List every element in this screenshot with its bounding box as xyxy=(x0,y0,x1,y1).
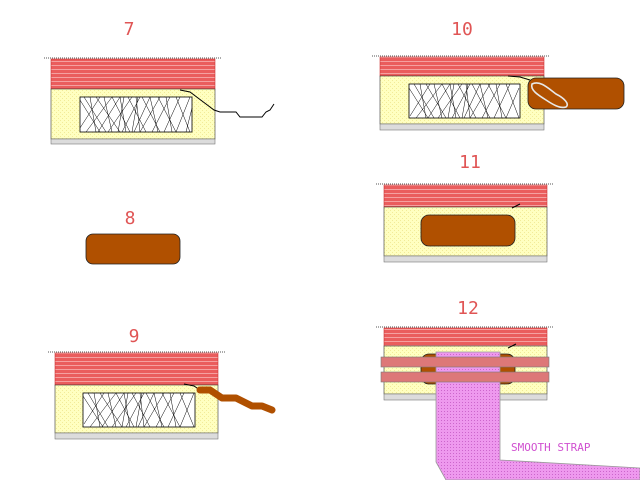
incision-line xyxy=(507,75,531,81)
red-tissue-layer xyxy=(54,352,219,386)
brown-pad-inserted xyxy=(196,386,276,414)
crosshatch-lines xyxy=(408,83,520,119)
red-tissue-layer xyxy=(383,184,548,208)
base-layer xyxy=(54,432,219,440)
step-11-number: 11 xyxy=(459,152,481,173)
crosshatch-wound-area xyxy=(408,83,521,119)
smooth-strap-label: SMOOTH STRAP xyxy=(511,441,591,454)
step-8-number: 8 xyxy=(125,208,136,229)
step-7: 7 xyxy=(44,19,275,145)
step-10: 10 xyxy=(372,19,625,131)
red-tissue-layer xyxy=(383,327,548,347)
suture-loop xyxy=(530,82,569,109)
crosshatch-lines xyxy=(82,392,195,428)
step-9: 9 xyxy=(48,326,276,440)
incision-line xyxy=(511,203,521,209)
step-11: 11 xyxy=(376,152,554,263)
brown-pad xyxy=(527,77,625,110)
crosshatch-lines xyxy=(79,96,193,133)
brown-pad-under-skin xyxy=(420,214,516,247)
red-tissue-layer xyxy=(50,58,216,90)
step-7-number: 7 xyxy=(124,19,135,40)
incision-line xyxy=(179,89,275,118)
smooth-strap xyxy=(435,351,640,480)
strap-band-upper xyxy=(380,356,550,368)
step-12-number: 12 xyxy=(457,298,479,319)
strap-band-lower xyxy=(380,371,550,383)
step-10-number: 10 xyxy=(451,19,473,40)
base-layer xyxy=(383,255,548,263)
incision-line xyxy=(507,343,517,349)
red-tissue-layer xyxy=(379,56,545,77)
crosshatch-wound-area xyxy=(79,96,193,133)
base-layer xyxy=(379,123,545,131)
step-8: 8 xyxy=(85,208,181,265)
step-9-number: 9 xyxy=(129,326,140,347)
step-12: 12 SMOOTH STRAP xyxy=(376,298,640,480)
base-layer xyxy=(50,138,216,145)
brown-pad xyxy=(85,233,181,265)
